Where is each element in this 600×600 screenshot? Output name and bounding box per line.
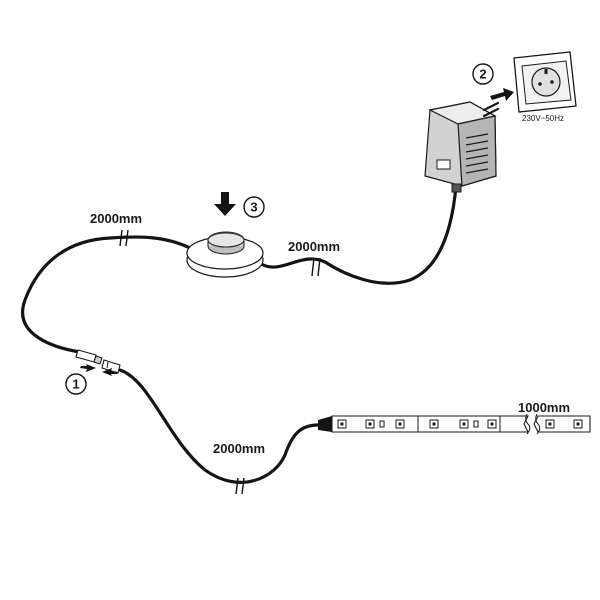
socket-earth-pin	[544, 69, 548, 74]
socket-hole-right	[550, 80, 554, 84]
connector-plug-right	[101, 359, 121, 374]
length-label-top-right: 2000mm	[288, 239, 340, 254]
break-mark-top-left	[119, 229, 129, 247]
socket-recess	[531, 67, 561, 97]
step-1-badge: 1	[65, 373, 87, 395]
cable-connector[interactable]	[75, 349, 121, 374]
led-resistor	[379, 420, 385, 428]
adapter-plug-pins	[482, 101, 500, 118]
break-mark-bottom	[235, 477, 245, 495]
connector-tip-left	[93, 355, 103, 365]
wall-socket	[513, 51, 577, 113]
step-2-badge: 2	[472, 63, 494, 85]
press-arrow-icon	[214, 192, 236, 216]
length-label-strip: 1000mm	[518, 400, 570, 415]
cable-break-marks	[119, 229, 321, 495]
strip-break-left	[525, 413, 531, 435]
break-mark-top-right	[311, 257, 321, 277]
cable-switch-to-connector	[21, 235, 192, 354]
adapter-side-face	[457, 115, 497, 187]
step-3-badge: 3	[243, 196, 265, 218]
adapter-cable-exit	[451, 183, 462, 193]
adapter-label-plate	[436, 159, 451, 170]
strip-segment-lines	[417, 416, 501, 432]
cable-connector-to-strip	[118, 368, 320, 484]
cables	[21, 184, 458, 484]
adapter-vents	[465, 133, 489, 174]
step-2-number: 2	[479, 67, 486, 82]
power-adapter	[424, 101, 500, 193]
connector-seam	[106, 361, 109, 369]
socket-hole-left	[538, 82, 542, 86]
strip-end-cap	[318, 416, 332, 432]
strip-led-dots	[340, 422, 580, 426]
led-strip	[318, 413, 591, 435]
socket-rating-label: 230V~50Hz	[522, 114, 564, 123]
step-1-number: 1	[72, 377, 79, 392]
plug-in-arrow-icon	[490, 88, 514, 101]
led-resistor	[473, 420, 479, 428]
step-3-number: 3	[250, 200, 257, 215]
length-label-bottom: 2000mm	[213, 441, 265, 456]
connect-arrows-icon	[80, 364, 118, 376]
connector-plug-left	[75, 349, 97, 363]
foot-switch[interactable]	[186, 231, 264, 278]
strip-break-right	[535, 413, 541, 435]
foot-switch-button-cap	[207, 232, 245, 248]
length-label-top-left: 2000mm	[90, 211, 142, 226]
cable-switch-to-adapter	[256, 184, 458, 285]
